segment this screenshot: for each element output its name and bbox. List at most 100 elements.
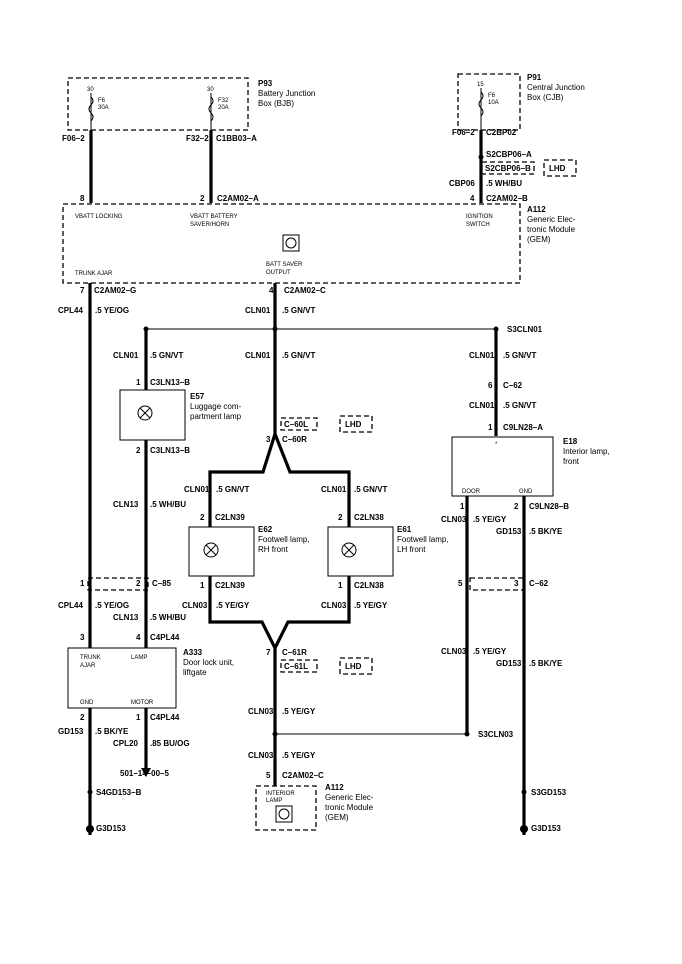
diagram-label: 6 [488, 381, 493, 390]
diagram-label: CLN03 [441, 515, 467, 524]
diagram-label: IGNITION [466, 214, 493, 220]
diagram-label: .5 YE/GY [282, 751, 316, 760]
diagram-label: E62 [258, 525, 273, 534]
diagram-label: .5 GN/VT [503, 401, 536, 410]
diagram-label: C–61R [282, 648, 307, 657]
diagram-label: .5 GN/VT [503, 351, 536, 360]
diagram-label: S3CLN01 [507, 325, 543, 334]
diagram-label: CLN03 [321, 601, 347, 610]
diagram-label: CLN03 [248, 707, 274, 716]
cjb-box [457, 73, 521, 131]
diagram-label: 4 [269, 286, 274, 295]
diagram-label: LHD [549, 164, 566, 173]
diagram-label: 1 [80, 579, 85, 588]
diagram-label: C4PL44 [150, 633, 180, 642]
diagram-label: F6 [98, 98, 106, 104]
diagram-label: CPL44 [58, 601, 83, 610]
diagram-label: .5 BK/YE [529, 659, 563, 668]
diagram-label: .5 WH/BU [486, 179, 522, 188]
diagram-label: A112 [325, 783, 344, 792]
diagram-label: GD153 [496, 527, 522, 536]
e57-lamp-box [119, 389, 186, 441]
diagram-label: GND [80, 700, 94, 706]
diagram-label: C–62 [529, 579, 549, 588]
diagram-label: 1 [136, 713, 141, 722]
diagram-label: 8 [80, 194, 85, 203]
diagram-label: LHD [345, 420, 362, 429]
diagram-label: C2LN39 [215, 513, 245, 522]
diagram-label: C3LN13–B [150, 378, 190, 387]
diagram-label: VBATT LOCKING [75, 214, 123, 220]
cjb-name-2: Box (CJB) [527, 93, 564, 102]
diagram-label: CPL44 [58, 306, 83, 315]
diagram-label: .5 GN/VT [150, 351, 183, 360]
diagram-label: CLN01 [245, 306, 271, 315]
diagram-label: tronic Module [325, 803, 374, 812]
diagram-label: Footwell lamp, [258, 535, 310, 544]
diagram-label: .5 YE/OG [95, 601, 129, 610]
diagram-label: C9LN28–A [503, 423, 543, 432]
diagram-label: OUTPUT [266, 270, 291, 276]
e61-lamp-box [327, 526, 394, 577]
diagram-label: .5 YE/GY [354, 601, 388, 610]
diagram-label: CLN01 [321, 485, 347, 494]
gem-box [62, 203, 521, 284]
diagram-label: 3 [80, 633, 85, 642]
diagram-label: 501–14–00–5 [120, 769, 169, 778]
diagram-label: C–61L [284, 662, 308, 671]
diagram-label: C3LN13–B [150, 446, 190, 455]
diagram-label: C2LN39 [215, 581, 245, 590]
diagram-label: 7 [80, 286, 85, 295]
a333-box [67, 647, 177, 709]
diagram-label: C4PL44 [150, 713, 180, 722]
diagram-label: E61 [397, 525, 412, 534]
diagram-label: C2LN38 [354, 513, 384, 522]
diagram-label: Interior lamp, [563, 447, 610, 456]
diagram-label: VBATT BATTERY [190, 214, 238, 220]
diagram-label: LAMP [266, 798, 282, 804]
diagram-label: C–60L [284, 420, 308, 429]
lamp-icon [137, 405, 153, 421]
diagram-label: G3D153 [531, 824, 561, 833]
fuse-f6-cjb: 15 F6 10A [477, 82, 499, 130]
diagram-label: C2AM02–C [284, 286, 326, 295]
diagram-label: F32 [218, 98, 229, 104]
diagram-label: (GEM) [325, 813, 349, 822]
diagram-label: 10A [488, 100, 499, 106]
diagram-label: tronic Module [527, 225, 576, 234]
ground-icon [520, 825, 528, 833]
e62-lamp-box [188, 526, 255, 577]
diagram-label: 2 [200, 513, 205, 522]
diagram-label: C–62 [503, 381, 523, 390]
bjb-id: P93 [258, 79, 273, 88]
diagram-label: G3D153 [96, 824, 126, 833]
diagram-label: 5 [266, 771, 271, 780]
diagram-label: .5 WH/BU [150, 613, 186, 622]
diagram-label: 2 [136, 579, 141, 588]
diagram-label: Door lock unit, [183, 658, 234, 667]
diagram-label: Generic Elec- [527, 215, 576, 224]
diagram-label: LAMP [131, 655, 147, 661]
diagram-label: C–60R [282, 435, 307, 444]
diagram-label: CLN01 [184, 485, 210, 494]
diagram-label: A112 [527, 205, 546, 214]
diagram-label: CPL20 [113, 739, 138, 748]
cjb-id: P91 [527, 73, 542, 82]
diagram-label: F6 [488, 93, 496, 99]
diagram-label: CLN01 [245, 351, 271, 360]
diagram-label: 30A [98, 105, 109, 111]
diagram-label: C2AM02–A [217, 194, 259, 203]
diagram-label: 3 [514, 579, 519, 588]
diagram-label: 5 [458, 579, 463, 588]
diagram-label: CBP06 [449, 179, 475, 188]
diagram-label: .5 YE/GY [473, 647, 507, 656]
diagram-label: CLN03 [248, 751, 274, 760]
diagram-label: C2AM02–B [486, 194, 528, 203]
diagram-label: GD153 [496, 659, 522, 668]
diagram-label: Footwell lamp, [397, 535, 449, 544]
gem-symbol-icon [275, 805, 293, 823]
diagram-label: 20A [218, 105, 229, 111]
diagram-label: C–85 [152, 579, 172, 588]
diagram-label: CLN13 [113, 613, 139, 622]
